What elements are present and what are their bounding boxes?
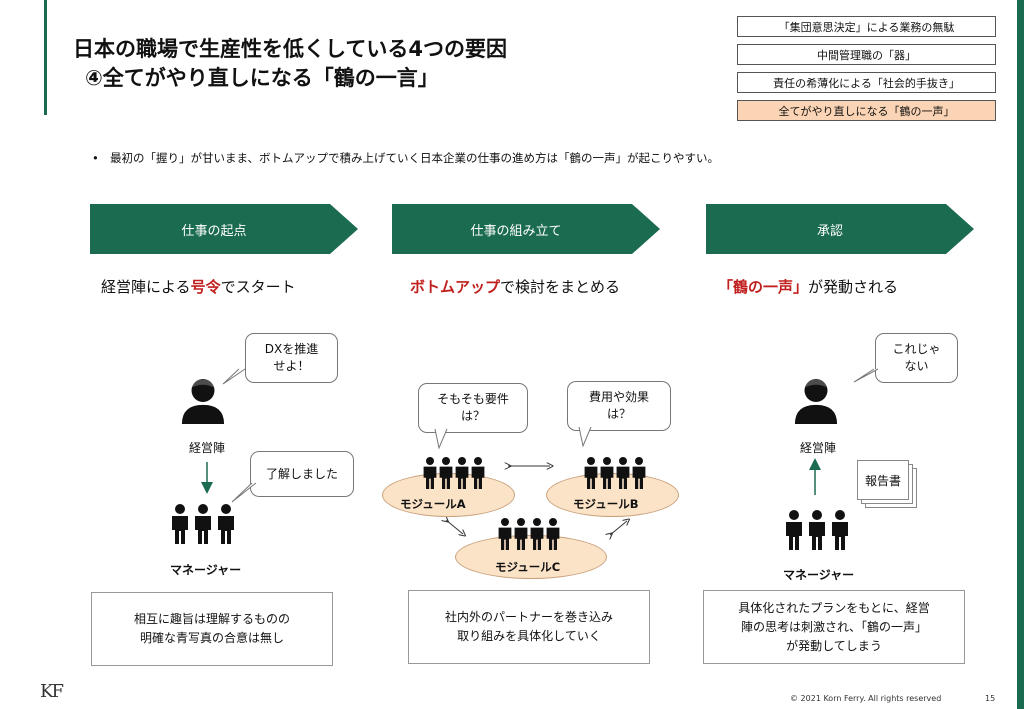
- step-heading-approval: 「鶴の一声」が発動される: [718, 276, 898, 297]
- speech-bubble-exec: DXを推進 せよ！: [245, 333, 338, 383]
- bubble-line: は？: [606, 407, 631, 421]
- bubble-tail-icon: [578, 426, 592, 448]
- module-person-icon: [600, 457, 614, 489]
- module-person-icon: [530, 518, 544, 550]
- bubble-line: ない: [904, 359, 929, 373]
- step-description-approval: 具体化されたプランをもとに、経営 陣の思考は刺激され、「鶴の一声」 が発動してし…: [703, 590, 965, 664]
- speech-bubble-manager: 了解しました: [250, 451, 354, 497]
- module-person-icon: [471, 457, 485, 489]
- description-line: 陣の思考は刺激され、「鶴の一声」: [740, 619, 928, 634]
- heading-text: が発動される: [808, 278, 899, 296]
- description-line: 具体化されたプランをもとに、経営: [738, 600, 930, 615]
- double-arrow-icon: [446, 520, 463, 534]
- step-chevron-build: 仕事の組み立て: [392, 204, 660, 254]
- module-person-icon: [632, 457, 646, 489]
- module-person-icon: [616, 457, 630, 489]
- bubble-line: これじゃ: [892, 342, 941, 356]
- step-label: 承認: [816, 223, 843, 239]
- bubble-line: 了解しました: [265, 466, 338, 481]
- bubble-tail-icon: [231, 482, 257, 503]
- step-label: 仕事の組み立て: [470, 223, 562, 239]
- module-b-label: モジュールB: [573, 497, 639, 511]
- heading-highlight: 「鶴の一声」: [718, 278, 809, 296]
- page-title-line2: ④全てがやり直しになる「鶴の一言」: [85, 66, 439, 90]
- bubble-tail-icon: [222, 368, 246, 385]
- bubble-tail-icon: [434, 428, 448, 450]
- heading-highlight: 号令: [190, 278, 221, 296]
- step-description-build: 社内外のパートナーを巻き込み 取り組みを具体化していく: [408, 590, 650, 664]
- step-chevron-approval: 承認: [706, 204, 974, 254]
- module-c-label: モジュールC: [495, 560, 561, 574]
- summary-bullet: • 最初の「握り」が甘いまま、ボトムアップで積み上げていく日本企業の仕事の進め方は…: [92, 150, 719, 166]
- report-label: 報告書: [864, 473, 901, 488]
- description-line: 社内外のパートナーを巻き込み: [444, 610, 613, 624]
- page-title: 日本の職場で生産性を低くしている4つの要因 ④全てがやり直しになる「鶴の一言」: [73, 35, 507, 93]
- description-line: 明確な青写真の合意は無し: [139, 631, 284, 645]
- nav-item-social-loafing[interactable]: 責任の希薄化による「社会的手抜き」: [737, 72, 996, 93]
- heading-text: でスタート: [220, 278, 296, 296]
- description-line: 相互に趣旨は理解するものの: [133, 612, 290, 626]
- double-arrow-icon: [610, 521, 627, 535]
- heading-text: で検討をまとめる: [500, 278, 621, 296]
- nav-item-group-decision[interactable]: 「集団意思決定」による業務の無駄: [737, 16, 996, 37]
- description-line: 取り組みを具体化していく: [457, 629, 601, 643]
- description-line: が発動してしまう: [786, 638, 882, 653]
- bubble-line: そもそも要件: [437, 392, 509, 406]
- module-person-icon: [423, 457, 437, 489]
- bubble-line: 費用や効果: [588, 390, 649, 404]
- bubble-line: せよ！: [273, 359, 310, 373]
- module-person-icon: [439, 457, 453, 489]
- bullet-marker: •: [92, 151, 99, 165]
- step-label: 仕事の起点: [181, 223, 247, 239]
- module-person-icon: [514, 518, 528, 550]
- copyright-text: © 2021 Korn Ferry. All rights reserved: [790, 694, 942, 703]
- nav-item-middle-manager[interactable]: 中間管理職の「器」: [737, 44, 996, 65]
- bubble-tail-icon: [853, 368, 879, 383]
- module-person-icon: [498, 518, 512, 550]
- korn-ferry-logo: KF: [40, 681, 64, 702]
- heading-text: 経営陣による: [101, 278, 191, 296]
- module-a-ellipse: [382, 473, 515, 517]
- right-edge-bar: [1017, 0, 1024, 709]
- speech-bubble-rejection: これじゃ ない: [875, 333, 958, 383]
- module-b-ellipse: [546, 473, 679, 517]
- page-number: 15: [985, 694, 996, 703]
- report-document-icon: 報告書: [857, 460, 917, 508]
- executive-label: 経営陣: [188, 441, 225, 455]
- module-person-icon: [584, 457, 598, 489]
- page-title-line1: 日本の職場で生産性を低くしている4つの要因: [73, 37, 507, 61]
- report-page-front: [857, 460, 909, 500]
- module-person-icon: [455, 457, 469, 489]
- speech-bubble-cost: 費用や効果 は？: [567, 381, 671, 431]
- module-person-icon: [546, 518, 560, 550]
- heading-highlight: ボトムアップ: [410, 278, 501, 296]
- bullet-text: 最初の「握り」が甘いまま、ボトムアップで積み上げていく日本企業の仕事の進め方は「…: [110, 151, 720, 165]
- step-description-start: 相互に趣旨は理解するものの 明確な青写真の合意は無し: [91, 592, 333, 666]
- speech-bubble-requirements: そもそも要件 は？: [418, 383, 528, 433]
- step-heading-start: 経営陣による号令でスタート: [101, 276, 296, 297]
- nav-item-crane-voice[interactable]: 全てがやり直しになる「鶴の一声」: [737, 100, 996, 121]
- module-a-label: モジュールA: [400, 497, 466, 511]
- bubble-line: は？: [460, 409, 485, 423]
- title-accent-bar: [44, 0, 47, 115]
- step-heading-build: ボトムアップで検討をまとめる: [410, 276, 620, 297]
- bubble-line: DXを推進: [264, 342, 319, 356]
- manager-label: マネージャー: [783, 568, 855, 582]
- manager-label: マネージャー: [170, 563, 242, 577]
- step-chevron-start: 仕事の起点: [90, 204, 358, 254]
- factor-nav: 「集団意思決定」による業務の無駄 中間管理職の「器」 責任の希薄化による「社会的…: [737, 16, 996, 128]
- executive-label: 経営陣: [799, 441, 836, 455]
